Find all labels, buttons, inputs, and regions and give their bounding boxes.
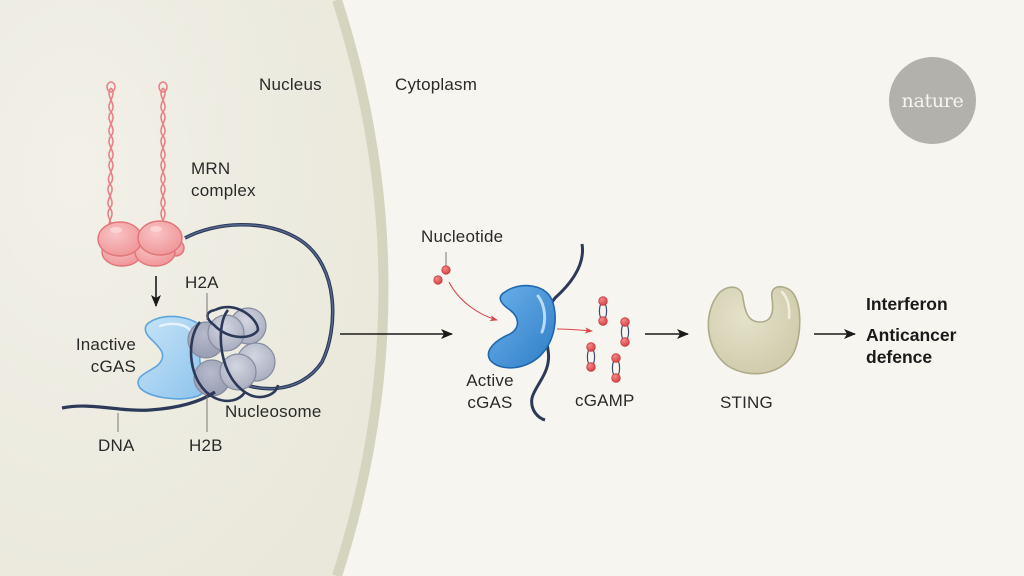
cgamp-molecule [598, 296, 608, 326]
cgamp-molecules [586, 296, 630, 383]
cgamp-nucleotide-bead [620, 337, 630, 347]
mrn-coiled-coils [106, 81, 168, 229]
active-cgas-label: Active cGAS [455, 370, 525, 414]
cgamp-nucleotide-bead [598, 316, 608, 326]
nucleotide-label: Nucleotide [421, 227, 504, 246]
dna-label: DNA [98, 436, 135, 455]
cgamp-label: cGAMP [575, 391, 635, 410]
cgamp-nucleotide-bead [620, 317, 630, 327]
cgamp-nucleotide-bead [598, 296, 608, 306]
sting-label: STING [720, 393, 773, 412]
active-cgas-shape [487, 284, 556, 369]
dna-strand-cytoplasm [530, 243, 585, 422]
inactive-cgas-label-line1: Inactive [75, 335, 136, 354]
h2b-label: H2B [189, 436, 223, 455]
leader-lines [117, 252, 447, 432]
mrn-complex-label-line1: MRN [191, 159, 231, 178]
anticancer-defence-line1: Anticancer [866, 325, 957, 345]
active-cgas-label-line2: cGAS [467, 393, 513, 412]
cgamp-molecule [620, 317, 630, 347]
nucleus-region [0, 0, 384, 576]
mrn-complex-label-line2: complex [191, 181, 256, 200]
cgamp-molecule [611, 353, 621, 383]
dna-strand-left [61, 390, 216, 412]
nucleus-label: Nucleus [259, 75, 322, 94]
mrn-complex [97, 220, 185, 267]
mrn-complex-label: MRN complex [191, 158, 256, 202]
nature-logo: nature [889, 57, 976, 144]
cytoplasm-label: Cytoplasm [395, 75, 478, 94]
anticancer-defence-line2: defence [866, 347, 933, 367]
inactive-cgas-label-line2: cGAS [90, 357, 136, 376]
inactive-cgas-label: Inactive cGAS [58, 334, 136, 378]
cgamp-nucleotide-bead [611, 353, 621, 363]
cgamp-nucleotide-bead [611, 373, 621, 383]
anticancer-defence-outcome: Anticancer defence [866, 324, 956, 368]
h2a-label: H2A [185, 273, 219, 292]
nucleosome-label: Nucleosome [225, 402, 322, 421]
active-cgas-label-line1: Active [466, 371, 514, 390]
nature-logo-text: nature [901, 89, 964, 112]
cgas-to-cgamp-arrow [556, 327, 593, 334]
nucleotide-arrow [448, 281, 498, 322]
cgamp-nucleotide-bead [586, 342, 596, 352]
sting-shape [707, 285, 801, 375]
nuclear-membrane [332, 0, 389, 576]
cgamp-molecule [586, 342, 596, 372]
nucleotide-beads [433, 265, 451, 285]
cgamp-nucleotide-bead [586, 362, 596, 372]
interferon-outcome: Interferon [866, 294, 948, 314]
